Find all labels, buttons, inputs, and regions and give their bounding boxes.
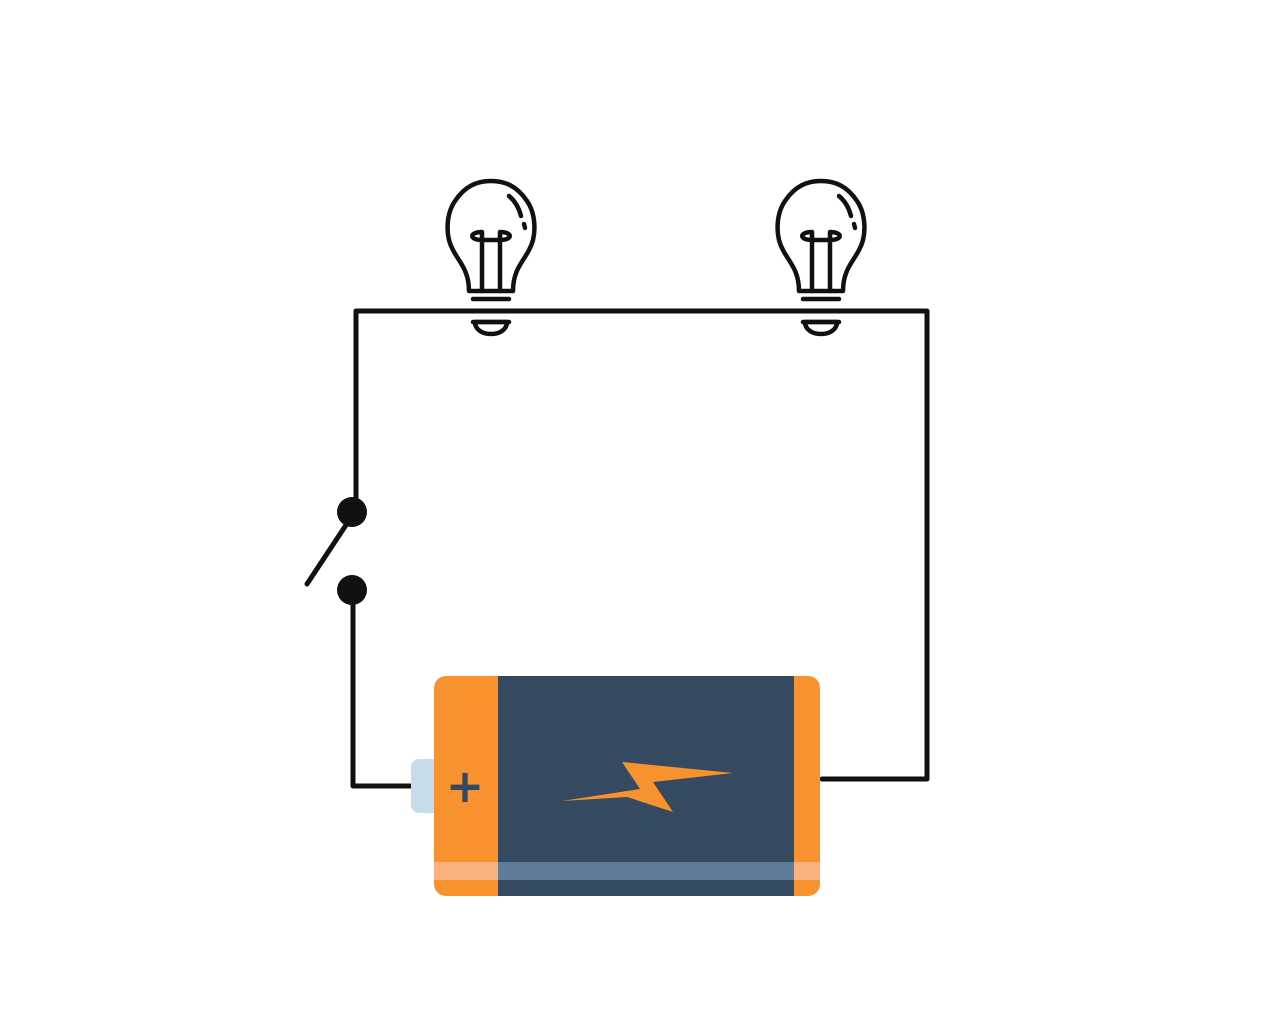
bulb-base <box>472 319 510 337</box>
bulb-filament <box>470 229 512 294</box>
bulb-shine-dot <box>851 221 858 231</box>
open-switch-icon <box>304 497 367 605</box>
switch-contact-bottom <box>337 575 367 605</box>
bulb-shine <box>836 193 854 219</box>
switch-lever <box>304 516 353 587</box>
battery-highlight-band <box>498 862 794 880</box>
bulb-base <box>802 319 840 337</box>
lightning-bolt-icon <box>562 762 733 812</box>
wire-right <box>819 308 930 782</box>
battery-icon: + <box>411 676 820 896</box>
bulb-shine-dot <box>521 221 528 231</box>
light-bulb-icon <box>445 178 537 337</box>
battery-terminal <box>411 759 441 813</box>
wire-left-bottom <box>350 587 414 789</box>
bulb-filament <box>800 229 842 294</box>
bulb-glass <box>445 178 537 294</box>
circuit-wires <box>350 308 930 789</box>
bulb-glass <box>775 178 867 294</box>
wire-top-left <box>353 308 928 515</box>
battery-positive-symbol: + <box>446 759 485 813</box>
switch-contact-top <box>337 497 367 527</box>
light-bulb-icon <box>775 178 867 337</box>
bulb-shine <box>506 193 524 219</box>
